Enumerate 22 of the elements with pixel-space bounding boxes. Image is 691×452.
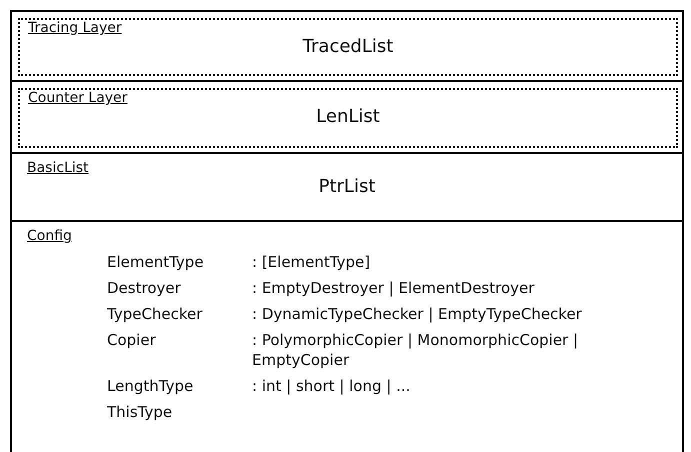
parameter-name: LengthType — [107, 376, 194, 396]
layer-heading: Config — [27, 228, 72, 244]
class-name: LenList — [316, 106, 380, 127]
layer-band — [10, 80, 684, 152]
parameter-values: : int | short | long | ... — [252, 376, 412, 396]
parameter-values: : [ElementType] — [252, 252, 372, 272]
parameter-values: : DynamicTypeChecker | EmptyTypeChecker — [252, 304, 583, 324]
parameter-name: ElementType — [107, 252, 205, 272]
component-box — [10, 152, 684, 220]
class-name: PtrList — [318, 176, 376, 197]
parameter-values: : PolymorphicCopier | MonomorphicCopier | EmptyCopier — [252, 330, 580, 370]
component-box — [10, 220, 684, 452]
parameter-values: : EmptyDestroyer | ElementDestroyer — [252, 278, 536, 298]
layer-band — [10, 10, 684, 80]
parameter-name: Destroyer — [107, 278, 182, 298]
layer-heading: Counter Layer — [28, 90, 128, 106]
class-name: TracedList — [302, 36, 394, 57]
parameter-name: TypeChecker — [107, 304, 204, 324]
layer-heading: Tracing Layer — [28, 20, 122, 36]
parameter-name: Copier — [107, 330, 157, 351]
layer-heading: BasicList — [27, 160, 89, 176]
parameter-name: ThisType — [107, 402, 174, 422]
